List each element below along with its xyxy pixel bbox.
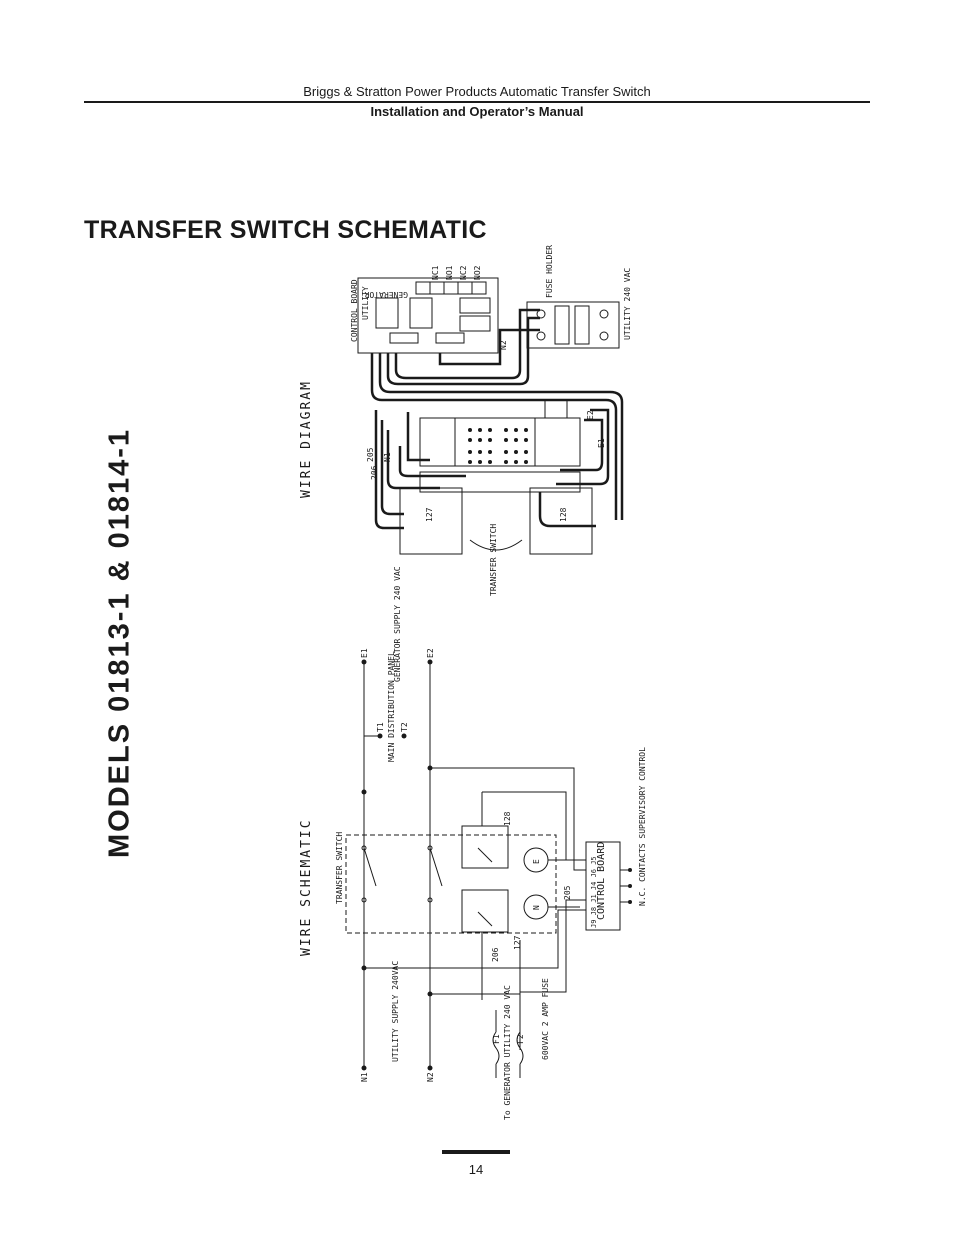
wire-schematic — [345, 662, 630, 1078]
footer-bar — [442, 1150, 510, 1154]
wd-control-board — [357, 277, 499, 354]
ws-label-t1: T1 — [376, 722, 385, 732]
wd-label-utility: UTILITY — [361, 286, 370, 320]
ws-label-generator-supply: GENERATOR SUPPLY 240 VAC — [393, 566, 402, 682]
page-number: 14 — [468, 1162, 484, 1177]
ws-label-127: 127 — [513, 935, 522, 950]
wd-label-fuse-holder: FUSE HOLDER — [545, 245, 554, 298]
wd-label-no1: NO1 — [445, 265, 454, 280]
wd-label-n2: N2 — [499, 340, 508, 350]
ws-label-transfer-switch: TRANSFER SWITCH — [335, 832, 344, 904]
ws-transfer-switch-box — [345, 834, 557, 934]
ws-label-motor-e: E — [532, 859, 541, 864]
ws-label-206: 206 — [491, 947, 500, 962]
wd-fuse-holder — [526, 301, 620, 349]
page-title: TRANSFER SWITCH SCHEMATIC — [84, 216, 487, 244]
wd-label-utility-240: UTILITY 240 VAC — [623, 268, 632, 340]
wd-label-control-board: CONTROL BOARD — [350, 279, 359, 342]
ws-label-contacts: N.C. CONTACTS SUPERVISORY CONTROL — [638, 747, 647, 906]
wd-transfer-switch — [419, 417, 581, 467]
manual-header-product: Briggs & Stratton Power Products Automat… — [303, 84, 651, 99]
ws-label-pins: J9 J8 J1 J4 J6 J5 — [590, 856, 598, 928]
ws-label-control-board: CONTROL BOARD — [596, 842, 607, 920]
wd-label-nc2: NC2 — [459, 265, 468, 280]
ws-label-f1: F1 — [492, 1034, 501, 1044]
wd-label-no2: NO2 — [473, 265, 482, 280]
ws-label-fuse-spec: 600VAC 2 AMP FUSE — [541, 978, 550, 1060]
ws-label-main-distribution: MAIN DISTRIBUTION PANEL — [387, 651, 396, 762]
ws-label-motor-n: N — [532, 905, 541, 910]
ws-label-to-generator: To GENERATOR UTILITY 240 VAC — [503, 985, 512, 1120]
ws-label-e2: E2 — [426, 648, 435, 658]
manual-header-title: Installation and Operator’s Manual — [370, 104, 584, 119]
ws-label-n2: N2 — [426, 1072, 435, 1082]
ws-label-f2: F2 — [516, 1034, 525, 1044]
wd-label-206: 206 — [370, 465, 379, 480]
header-rule — [84, 101, 870, 103]
wd-label-transfer-switch: TRANSFER SWITCH — [489, 524, 498, 596]
ws-label-e1: E1 — [360, 648, 369, 658]
wd-label-n1: N1 — [383, 452, 392, 462]
wd-label-e2: E2 — [586, 410, 595, 420]
ws-label-128: 128 — [503, 811, 512, 826]
ws-label-205-206: 205 — [563, 885, 572, 900]
wd-label-128: 128 — [559, 507, 568, 522]
wd-label-e1: E1 — [597, 438, 606, 448]
ws-label-t2: T2 — [400, 722, 409, 732]
ws-label-n1: N1 — [360, 1072, 369, 1082]
ws-label-utility-supply: UTILITY SUPPLY 240VAC — [391, 961, 400, 1062]
wd-label-205: 205 — [366, 447, 375, 462]
wd-heading: WIRE DIAGRAM — [299, 380, 314, 498]
wd-label-generator: GENERATOR — [364, 290, 408, 299]
wd-label-nc1: NC1 — [431, 265, 440, 280]
ws-heading: WIRE SCHEMATIC — [299, 818, 314, 956]
wire-diagram — [357, 277, 624, 555]
wd-label-127: 127 — [425, 507, 434, 522]
